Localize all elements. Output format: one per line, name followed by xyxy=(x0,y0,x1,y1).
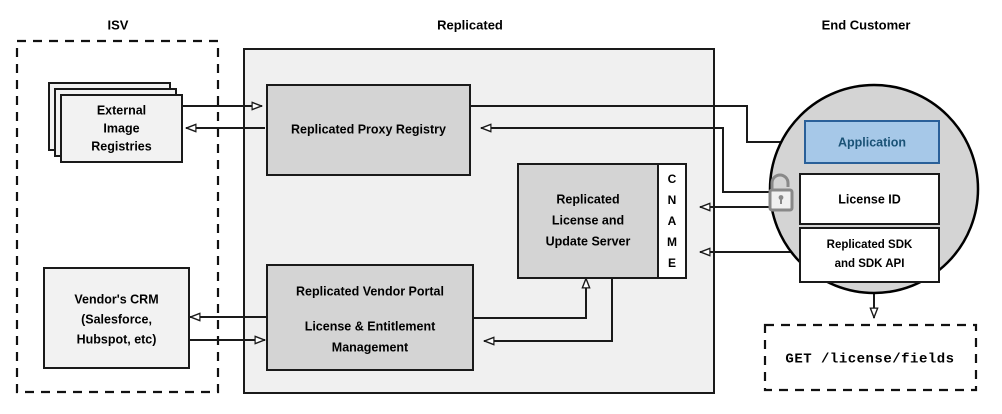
replicated-sdk-node: Replicated SDK and SDK API xyxy=(799,227,940,283)
vendors-crm-line1: Vendor's CRM xyxy=(74,292,158,306)
application-box[interactable] xyxy=(804,120,940,164)
api-request-boundary xyxy=(763,323,978,392)
replicated-vendor-portal-box xyxy=(266,264,474,371)
license-update-server-box xyxy=(517,163,659,279)
vendor-portal-line2: License & Entitlement xyxy=(305,319,436,333)
external-image-registries-line3: Registries xyxy=(91,139,151,153)
vendors-crm-node: Vendor's CRM (Salesforce, Hubspot, etc) xyxy=(43,267,190,369)
cname-letter-n: N xyxy=(668,193,677,207)
license-update-server-line1: Replicated xyxy=(556,192,619,206)
cname-box xyxy=(657,163,687,279)
api-request-node: GET /license/fields xyxy=(763,323,978,392)
cname-node: C N A M E xyxy=(657,163,687,279)
replicated-sdk-line1: Replicated SDK xyxy=(827,239,913,251)
vendors-crm-line2: (Salesforce, xyxy=(81,312,152,326)
license-id-box xyxy=(799,173,940,225)
application-node[interactable]: Application xyxy=(804,120,940,164)
cname-letter-c: C xyxy=(668,172,677,186)
replicated-sdk-box xyxy=(799,227,940,283)
license-id-node: License ID xyxy=(799,173,940,225)
unlock-padlock-icon xyxy=(768,173,794,212)
registry-stack-front xyxy=(60,94,183,163)
isv-boundary xyxy=(15,39,220,394)
cname-letter-e: E xyxy=(668,256,676,270)
license-id-label: License ID xyxy=(838,192,901,206)
external-image-registries-line2: Image xyxy=(103,121,139,135)
replicated-sdk-line2: and SDK API xyxy=(835,258,905,270)
cname-letter-m: M xyxy=(667,235,677,249)
license-update-server-line2: License and xyxy=(552,213,624,227)
license-update-server-node: Replicated License and Update Server xyxy=(517,163,659,279)
section-title-replicated: Replicated xyxy=(437,17,503,32)
vendor-portal-line1: Replicated Vendor Portal xyxy=(296,284,444,298)
vendors-crm-box xyxy=(43,267,190,369)
external-image-registries-node: External Image Registries xyxy=(48,82,183,163)
license-update-server-line3: Update Server xyxy=(546,234,631,248)
replicated-proxy-registry-label: Replicated Proxy Registry xyxy=(291,122,446,136)
vendor-portal-line3: Management xyxy=(332,340,409,354)
replicated-vendor-portal-node: Replicated Vendor Portal License & Entit… xyxy=(266,264,474,371)
connector-licenseserver-to-vendorportal xyxy=(484,272,613,341)
connector-licenseid-to-proxy xyxy=(481,128,800,193)
section-title-isv: ISV xyxy=(108,17,129,32)
replicated-proxy-registry-node: Replicated Proxy Registry xyxy=(266,84,471,176)
external-image-registries-line1: External xyxy=(97,103,146,117)
section-title-end-customer: End Customer xyxy=(822,17,911,32)
connector-vendorportal-to-licenseserver xyxy=(473,278,586,319)
api-request-label: GET /license/fields xyxy=(785,352,954,368)
connector-proxy-to-application xyxy=(470,105,805,142)
replicated-proxy-registry-box xyxy=(266,84,471,176)
application-label: Application xyxy=(838,135,906,149)
vendors-crm-line3: Hubspot, etc) xyxy=(77,332,157,346)
cname-letter-a: A xyxy=(668,214,677,228)
